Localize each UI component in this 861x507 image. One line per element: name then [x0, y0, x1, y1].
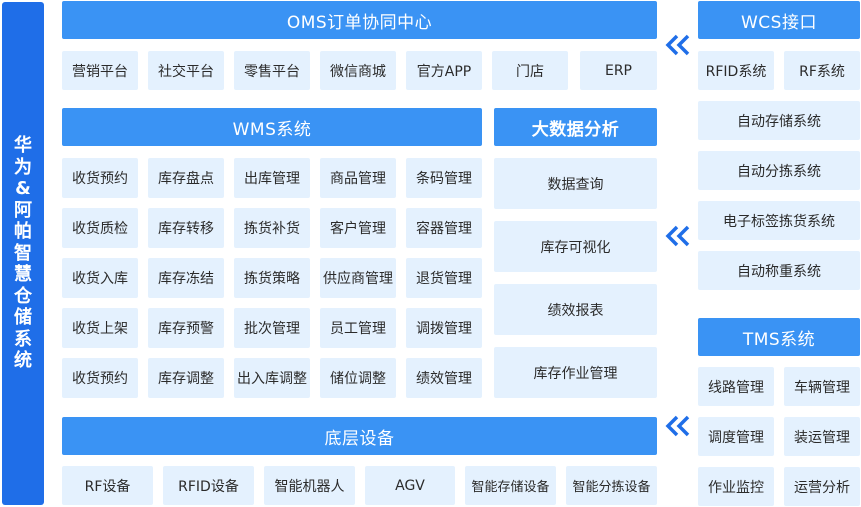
wms-item: 调拨管理	[406, 308, 482, 348]
oms-item-retail: 零售平台	[234, 51, 310, 90]
wcs-item-rfid: RFID系统	[698, 51, 774, 90]
side-title-char: 为	[14, 156, 32, 178]
side-title: 华 为 & 阿 帕 智 慧 仓 储 系 统	[2, 2, 44, 505]
side-title-char: 帕	[14, 221, 32, 243]
wcs-item-auto-weighing: 自动称重系统	[698, 251, 860, 290]
wms-item: 供应商管理	[320, 258, 396, 298]
tms-item-monitor: 作业监控	[698, 467, 774, 506]
wcs-item-auto-storage: 自动存储系统	[698, 101, 860, 140]
tms-item-analysis: 运营分析	[784, 467, 860, 506]
wms-item: 库存盘点	[148, 158, 224, 198]
wms-item: 收货质检	[62, 208, 138, 248]
side-title-char: 储	[14, 307, 32, 329]
base-header: 底层设备	[62, 417, 657, 455]
oms-item-store: 门店	[492, 51, 568, 90]
side-title-char: 系	[14, 328, 32, 350]
tms-item-vehicle: 车辆管理	[784, 367, 860, 406]
double-chevron-left-icon	[663, 30, 693, 60]
oms-item-official-app: 官方APP	[406, 51, 482, 90]
base-item-agv: AGV	[365, 466, 455, 505]
wms-item: 出库管理	[234, 158, 310, 198]
wms-header: WMS系统	[62, 108, 482, 146]
wms-item: 库存调整	[148, 358, 224, 398]
bigdata-item-ops: 库存作业管理	[494, 347, 657, 398]
bigdata-item-query: 数据查询	[494, 158, 657, 209]
wms-item: 商品管理	[320, 158, 396, 198]
wms-item: 退货管理	[406, 258, 482, 298]
side-title-char: 阿	[14, 199, 32, 221]
wms-item: 拣货补货	[234, 208, 310, 248]
tms-item-shipping: 装运管理	[784, 417, 860, 456]
base-item-robot: 智能机器人	[264, 466, 355, 505]
wcs-item-auto-sorting: 自动分拣系统	[698, 151, 860, 190]
wms-item: 批次管理	[234, 308, 310, 348]
tms-item-route: 线路管理	[698, 367, 774, 406]
wms-item: 条码管理	[406, 158, 482, 198]
oms-item-social: 社交平台	[148, 51, 224, 90]
wms-item: 出入库调整	[234, 358, 310, 398]
base-item-rfid: RFID设备	[163, 466, 254, 505]
wms-item: 库存转移	[148, 208, 224, 248]
tms-item-dispatch: 调度管理	[698, 417, 774, 456]
wms-item: 收货入库	[62, 258, 138, 298]
double-chevron-left-icon	[663, 221, 693, 251]
side-title-char: 统	[14, 350, 32, 372]
wms-item: 绩效管理	[406, 358, 482, 398]
oms-item-wechat-mall: 微信商城	[320, 51, 396, 90]
wms-item: 员工管理	[320, 308, 396, 348]
side-title-char: 华	[14, 135, 32, 157]
wcs-item-e-label: 电子标签拣货系统	[698, 201, 860, 240]
wms-item: 库存预警	[148, 308, 224, 348]
side-title-char: 慧	[14, 264, 32, 286]
bigdata-header: 大数据分析	[494, 108, 657, 146]
base-item-rf: RF设备	[62, 466, 153, 505]
wcs-header: WCS接口	[698, 1, 860, 39]
double-chevron-left-icon	[663, 411, 693, 441]
wms-item: 库存冻结	[148, 258, 224, 298]
bigdata-item-report: 绩效报表	[494, 284, 657, 335]
wms-item: 拣货策略	[234, 258, 310, 298]
wms-item: 客户管理	[320, 208, 396, 248]
oms-item-erp: ERP	[580, 51, 657, 90]
side-title-char: 仓	[14, 285, 32, 307]
base-item-sorting: 智能分拣设备	[566, 466, 657, 505]
side-title-char: &	[15, 178, 31, 200]
oms-header: OMS订单协同中心	[62, 1, 657, 39]
bigdata-item-visualization: 库存可视化	[494, 221, 657, 272]
wcs-item-rf: RF系统	[784, 51, 860, 90]
base-item-storage: 智能存储设备	[465, 466, 556, 505]
side-title-char: 智	[14, 242, 32, 264]
tms-header: TMS系统	[698, 318, 860, 356]
wms-item: 收货预约	[62, 358, 138, 398]
wms-item: 储位调整	[320, 358, 396, 398]
wms-item: 容器管理	[406, 208, 482, 248]
wms-item: 收货上架	[62, 308, 138, 348]
oms-item-marketing: 营销平台	[62, 51, 138, 90]
wms-item: 收货预约	[62, 158, 138, 198]
